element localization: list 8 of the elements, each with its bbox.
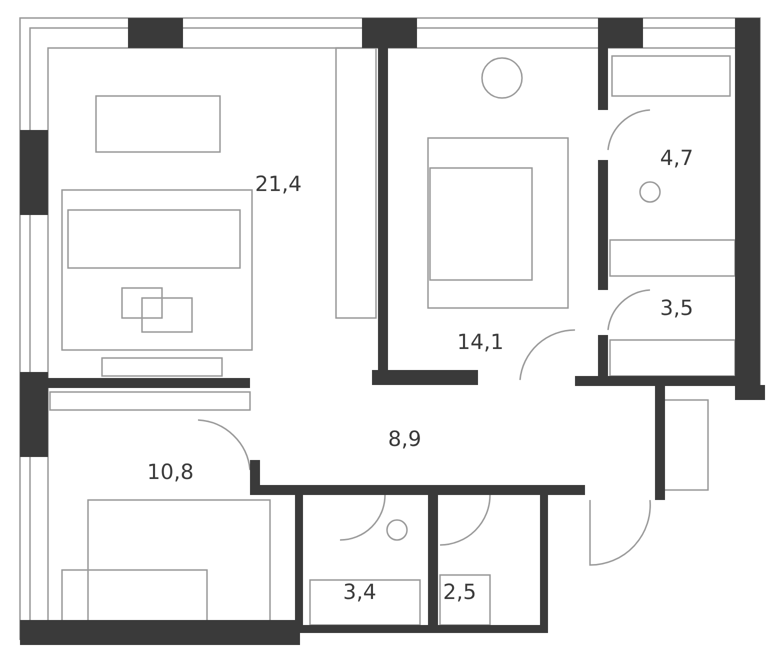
room-area-label: 3,5	[660, 296, 694, 320]
room-area-label: 21,4	[255, 172, 302, 196]
room-area-label: 2,5	[443, 580, 476, 604]
room-area-label: 10,8	[147, 460, 194, 484]
room-area-label: 3,4	[343, 580, 376, 604]
room-area-label: 8,9	[388, 427, 422, 451]
room-area-label: 14,1	[457, 330, 504, 354]
room-area-label: 4,7	[660, 146, 694, 170]
